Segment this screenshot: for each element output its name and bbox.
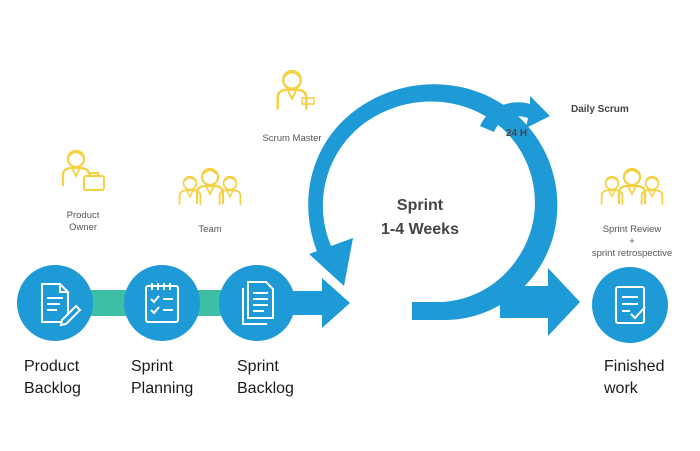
step-sprint-planning [124, 265, 200, 341]
review-group-icon [600, 167, 664, 206]
product-owner-line1: Product [66, 210, 100, 221]
step-label-sprint-planning: Sprint Planning [131, 356, 193, 400]
sprint-center-label: Sprint 1-4 Weeks [350, 194, 490, 242]
documents-icon [242, 281, 274, 325]
step-1-line1: Product [24, 358, 80, 375]
step-1-line2: Backlog [24, 380, 81, 397]
arrow-to-sprint [290, 278, 350, 328]
team-label: Team [198, 224, 222, 235]
step-label-product-backlog: Product Backlog [24, 356, 81, 400]
step-3-line1: Sprint [237, 358, 279, 375]
task-done-icon [615, 286, 646, 324]
sprint-review-line3: sprint retrospective [591, 248, 673, 259]
connector-1 [88, 290, 128, 316]
step-label-finished-work: Finished work [604, 356, 664, 400]
person-briefcase-icon [61, 149, 105, 191]
sprint-line1: Sprint [396, 197, 444, 214]
sprint-review-line2: + [629, 236, 635, 247]
product-owner-label: Product Owner [48, 210, 118, 234]
document-edit-icon [41, 283, 82, 327]
step-sprint-backlog [219, 265, 295, 341]
group-icon [178, 167, 242, 206]
step-3-line2: Backlog [237, 380, 294, 397]
cycle-label: 24 H [506, 128, 528, 139]
sprint-review-line1: Sprint Review [602, 224, 662, 235]
checklist-icon [145, 283, 179, 323]
sprint-loop-arrowhead [309, 238, 353, 286]
sprint-line2: 1-4 Weeks [381, 221, 459, 238]
step-2-line2: Planning [131, 380, 194, 397]
person-tie-icon [276, 69, 315, 111]
daily-scrum-arc [480, 96, 550, 132]
daily-scrum-label: Daily Scrum [571, 104, 629, 115]
step-4-line2: work [604, 380, 638, 397]
step-finished-work [592, 267, 668, 343]
product-owner-line2: Owner [69, 222, 97, 233]
step-2-line1: Sprint [131, 358, 173, 375]
step-product-backlog [17, 265, 93, 341]
step-label-sprint-backlog: Sprint Backlog [237, 356, 294, 400]
scrum-master-label: Scrum Master [262, 133, 322, 144]
arrow-to-finished [500, 268, 580, 336]
step-4-line1: Finished [604, 358, 665, 375]
sprint-review-label: Sprint Review + sprint retrospective [582, 224, 682, 260]
